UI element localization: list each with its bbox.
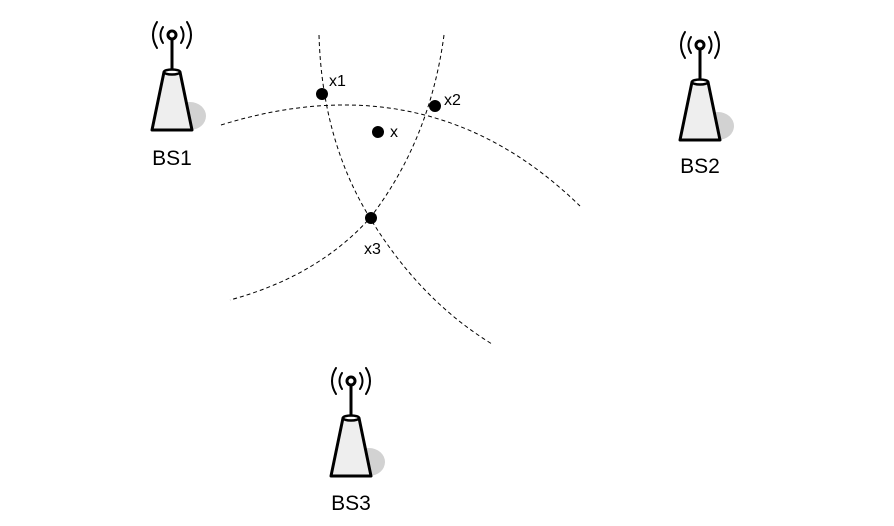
- point-x2-dot: [429, 100, 441, 112]
- base-station-bs3-label: BS3: [331, 492, 371, 515]
- point-x1-label: x1: [329, 73, 346, 90]
- point-x3: x3: [364, 212, 381, 258]
- antenna-tower-icon: [678, 31, 734, 142]
- point-x3-label: x3: [364, 241, 381, 258]
- point-x-label: x: [390, 124, 398, 141]
- point-x3-dot: [365, 212, 377, 224]
- range-arc-bs1: [220, 104, 581, 207]
- base-station-bs3: BS3: [329, 367, 385, 515]
- base-station-bs2-label: BS2: [680, 155, 720, 178]
- antenna-tower-icon: [150, 21, 206, 132]
- base-station-bs1: BS1: [150, 21, 206, 170]
- base-station-bs1-label: BS1: [152, 147, 192, 170]
- point-x2-label: x2: [444, 92, 461, 109]
- point-x: x: [372, 124, 398, 141]
- point-x1: x1: [316, 73, 346, 100]
- point-x1-dot: [316, 88, 328, 100]
- point-x2: x2: [429, 92, 461, 112]
- point-x-dot: [372, 126, 384, 138]
- antenna-tower-icon: [329, 367, 385, 478]
- base-station-bs2: BS2: [678, 31, 734, 178]
